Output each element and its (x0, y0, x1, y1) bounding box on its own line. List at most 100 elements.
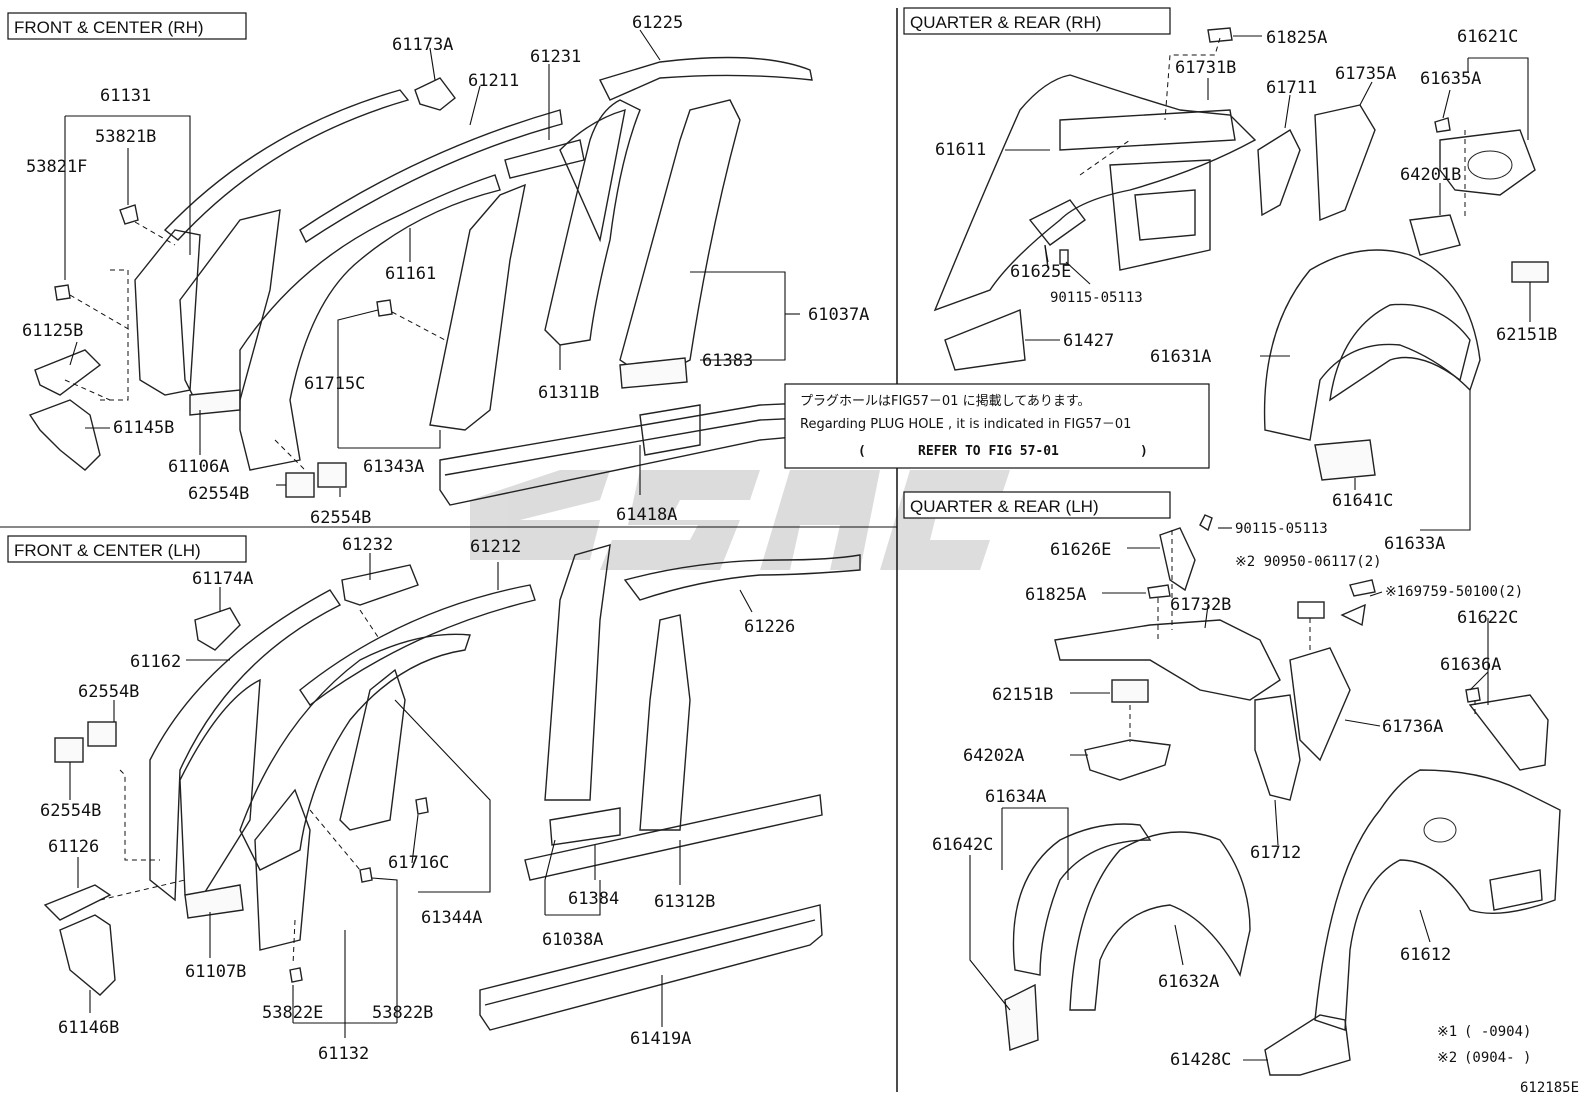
label-61419A: 61419A (630, 1029, 691, 1049)
label-61107B: 61107B (185, 962, 246, 982)
label-61427: 61427 (1063, 331, 1114, 351)
label-61126: 61126 (48, 837, 99, 857)
label-62151B-rh: 62151B (1496, 325, 1557, 345)
watermark-logo (470, 470, 1010, 570)
label-61174A: 61174A (192, 569, 253, 589)
label-61611: 61611 (935, 140, 986, 160)
label-61736A: 61736A (1382, 717, 1443, 737)
label-61418A: 61418A (616, 505, 677, 525)
label-61641C: 61641C (1332, 491, 1393, 511)
label-61825A-lh: 61825A (1025, 585, 1086, 605)
label-61384: 61384 (568, 889, 619, 909)
label-61038A: 61038A (542, 930, 603, 950)
svg-text:FRONT & CENTER (RH): FRONT & CENTER (RH) (14, 18, 204, 37)
quarter-rh-leaders (1005, 35, 1531, 531)
label-61145B: 61145B (113, 418, 174, 438)
label-61428C: 61428C (1170, 1050, 1231, 1070)
label-61636A: 61636A (1440, 655, 1501, 675)
label-61626E: 61626E (1050, 540, 1111, 560)
label-53822E: 53822E (262, 1003, 323, 1023)
label-169759-50100: ※169759-50100(2) (1385, 584, 1523, 600)
label-61212: 61212 (470, 537, 521, 557)
label-53822B: 53822B (372, 1003, 433, 1023)
label-61131: 61131 (100, 86, 151, 106)
svg-text:QUARTER & REAR (RH): QUARTER & REAR (RH) (910, 13, 1101, 32)
svg-text:QUARTER & REAR (LH): QUARTER & REAR (LH) (910, 497, 1099, 516)
label-61732B: 61732B (1170, 595, 1231, 615)
legend-row1-mark: ※1 (1437, 1024, 1457, 1040)
section-header-front-lh: FRONT & CENTER (LH) (7, 535, 247, 563)
label-61037A: 61037A (808, 305, 869, 325)
label-61312B: 61312B (654, 892, 715, 912)
label-61173A: 61173A (392, 35, 453, 55)
label-61106A: 61106A (168, 457, 229, 477)
label-62554B-a: 62554B (78, 682, 139, 702)
label-61132: 61132 (318, 1044, 369, 1064)
label-61715C: 61715C (304, 374, 365, 394)
section-header-front-rh: FRONT & CENTER (RH) (7, 12, 247, 40)
front-lh-parts (43, 544, 861, 1031)
figure-id: 612185E (1520, 1080, 1579, 1096)
label-53821F: 53821F (26, 157, 87, 177)
section-header-quarter-lh: QUARTER & REAR (LH) (903, 491, 1171, 519)
legend-row2-mark: ※2 (1437, 1050, 1457, 1066)
svg-text:FRONT & CENTER (LH): FRONT & CENTER (LH) (14, 541, 201, 560)
front-lh-labels: 61232 61212 61174A 61226 61162 62554B 62… (40, 535, 795, 1064)
section-header-quarter-rh: QUARTER & REAR (RH) (903, 7, 1171, 35)
legend-row1-range: ( -0904) (1464, 1024, 1531, 1040)
front-rh-labels: 61173A 61225 61231 61211 61131 53821B 53… (22, 13, 869, 528)
label-90115-05113-rh: 90115-05113 (1050, 290, 1143, 306)
label-61642C: 61642C (932, 835, 993, 855)
label-61731B: 61731B (1175, 58, 1236, 78)
label-61621C: 61621C (1457, 27, 1518, 47)
label-61716C: 61716C (388, 853, 449, 873)
note-line-3: REFER TO FIG 57-01 (918, 444, 1059, 459)
plug-hole-note: プラグホールはFIG57－01 に掲載してあります。 Regarding PLU… (784, 383, 1210, 469)
label-62554B-2: 62554B (310, 508, 371, 528)
label-61632A: 61632A (1158, 972, 1219, 992)
label-61631A: 61631A (1150, 347, 1211, 367)
note-open-paren: ( (858, 444, 866, 459)
label-62554B-1: 62554B (188, 484, 249, 504)
note-line-2: Regarding PLUG HOLE , it is indicated in… (800, 417, 1131, 432)
label-61146B: 61146B (58, 1018, 119, 1038)
label-61226: 61226 (744, 617, 795, 637)
label-61735A: 61735A (1335, 64, 1396, 84)
label-61612: 61612 (1400, 945, 1451, 965)
label-62554B-b: 62554B (40, 801, 101, 821)
label-61311B: 61311B (538, 383, 599, 403)
front-rh-parts (28, 56, 873, 506)
label-61633A: 61633A (1384, 534, 1445, 554)
label-61161: 61161 (385, 264, 436, 284)
note-line-1: プラグホールはFIG57－01 に掲載してあります。 (800, 393, 1091, 409)
label-90115-05113-lh: 90115-05113 (1235, 521, 1328, 537)
label-61634A: 61634A (985, 787, 1046, 807)
quarter-lh-leaders (969, 527, 1489, 1061)
label-64201B: 64201B (1400, 165, 1461, 185)
label-64202A: 64202A (963, 746, 1024, 766)
label-61211: 61211 (468, 71, 519, 91)
date-range-legend: ※1 ( -0904) ※2 (0904- ) (1437, 1024, 1531, 1066)
label-61711: 61711 (1266, 78, 1317, 98)
label-61125B: 61125B (22, 321, 83, 341)
label-61712: 61712 (1250, 843, 1301, 863)
front-rh-leaders (64, 29, 800, 497)
label-61825A-rh: 61825A (1266, 28, 1327, 48)
quarter-rh-labels: 61825A 61731B 61711 61735A 61621C 61635A… (935, 27, 1557, 554)
label-53821B: 53821B (95, 127, 156, 147)
label-61635A: 61635A (1420, 69, 1481, 89)
quarter-lh-labels: 90115-05113 61626E ※2 90950-06117(2) 618… (932, 521, 1523, 1070)
label-61231: 61231 (530, 47, 581, 67)
label-61225: 61225 (632, 13, 683, 33)
label-61232: 61232 (342, 535, 393, 555)
label-61622C: 61622C (1457, 608, 1518, 628)
front-lh-leaders (69, 553, 753, 1038)
label-61344A: 61344A (421, 908, 482, 928)
quarter-lh-parts (1004, 514, 1561, 1076)
note-close-paren: ) (1140, 444, 1148, 459)
label-61625E: 61625E (1010, 262, 1071, 282)
label-61343A: 61343A (363, 457, 424, 477)
label-61162: 61162 (130, 652, 181, 672)
label-90950-06117: ※2 90950-06117(2) (1235, 554, 1382, 570)
